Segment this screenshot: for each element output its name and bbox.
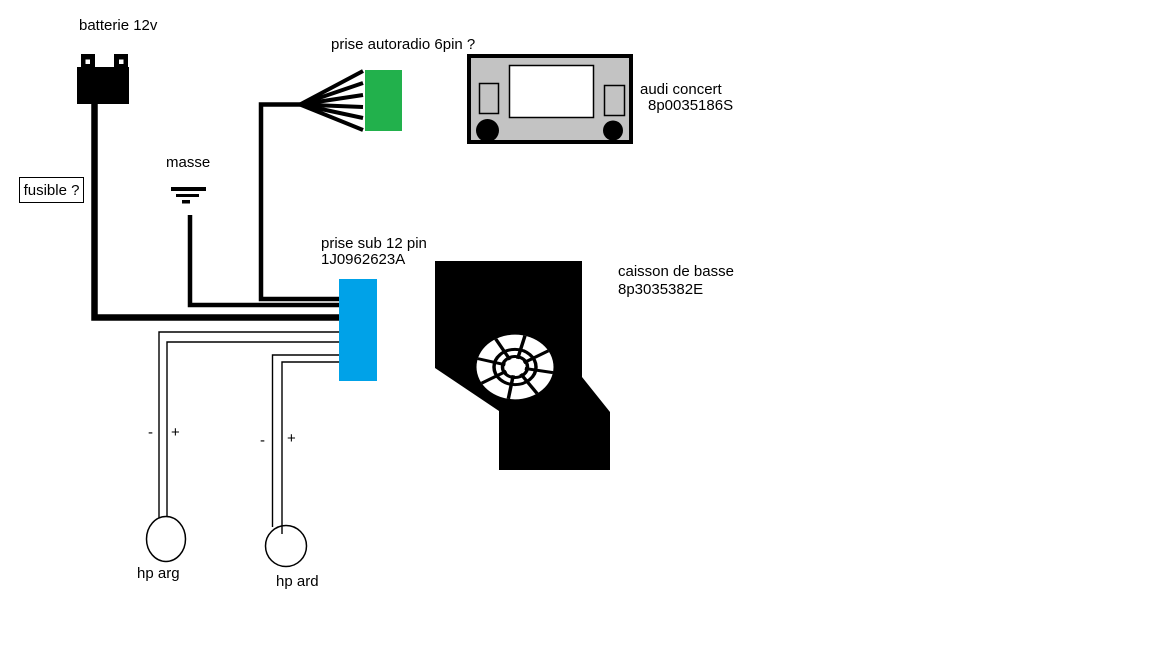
speaker-right-label: hp ard — [276, 573, 319, 590]
speaker-left-circle — [145, 515, 187, 563]
ground-label: masse — [166, 154, 211, 171]
battery-symbol — [77, 54, 129, 104]
radio-button-right — [603, 84, 626, 117]
speaker-ring-inner — [500, 355, 530, 379]
sub-plug-connector — [339, 279, 377, 381]
speaker-left-label: hp arg — [137, 565, 180, 582]
radio-name-label: audi concert — [640, 81, 722, 98]
speaker-ring-mid — [492, 347, 538, 387]
ground-bar-1 — [171, 187, 206, 191]
speaker-right-wire-plus — [281, 361, 341, 534]
speaker-spokes — [477, 335, 554, 400]
ground-wire — [187, 215, 341, 308]
ground-symbol — [171, 187, 206, 204]
speaker-wires — [158, 331, 341, 534]
speaker-left-wire-minus — [158, 331, 341, 518]
speaker-right-wire-minus — [271, 354, 341, 527]
radio-part-label: 8p0035186S — [648, 97, 734, 114]
speaker-left-plus-sign: + — [171, 424, 180, 441]
ground-bar-2 — [176, 194, 199, 197]
speaker-cone-outer — [476, 334, 554, 400]
battery-label: batterie 12v — [79, 17, 158, 34]
speaker-left-wire-plus — [166, 341, 341, 518]
radio-harness-wires — [299, 69, 364, 132]
radio-knob-left — [476, 119, 499, 142]
subwoofer-box — [435, 261, 610, 470]
battery-terminal-left-hole — [85, 59, 90, 64]
battery-power-wire — [91, 104, 341, 321]
radio-display — [508, 64, 595, 119]
speaker-right-minus-sign: - — [260, 432, 265, 449]
harness-wire-6 — [299, 102, 364, 132]
radio-plug-connector — [365, 70, 402, 131]
radio-knob-right — [603, 120, 623, 141]
sub-plug-label: prise sub 12 pin — [321, 235, 427, 252]
fuse-label: fusible ? — [23, 181, 80, 199]
subwoofer-part-label: 8p3035382E — [618, 281, 704, 298]
speaker-left-minus-sign: - — [148, 424, 153, 441]
radio-head-unit — [467, 54, 633, 144]
radio-plug-label: prise autoradio 6pin ? — [331, 36, 476, 53]
subwoofer-speaker — [476, 334, 554, 400]
subwoofer-name-label: caisson de basse — [618, 263, 734, 280]
battery-terminal-right-hole — [119, 59, 124, 64]
speaker-right-plus-sign: + — [287, 430, 296, 447]
battery-body — [77, 67, 129, 104]
sub-plug-part-label: 1J0962623A — [321, 251, 406, 268]
speaker-right-circle — [264, 524, 308, 568]
radio-button-left — [478, 82, 500, 115]
fuse-note-box: fusible ? — [19, 177, 84, 203]
ground-bar-3 — [182, 200, 190, 204]
radio-to-sub-wire — [258, 102, 341, 302]
